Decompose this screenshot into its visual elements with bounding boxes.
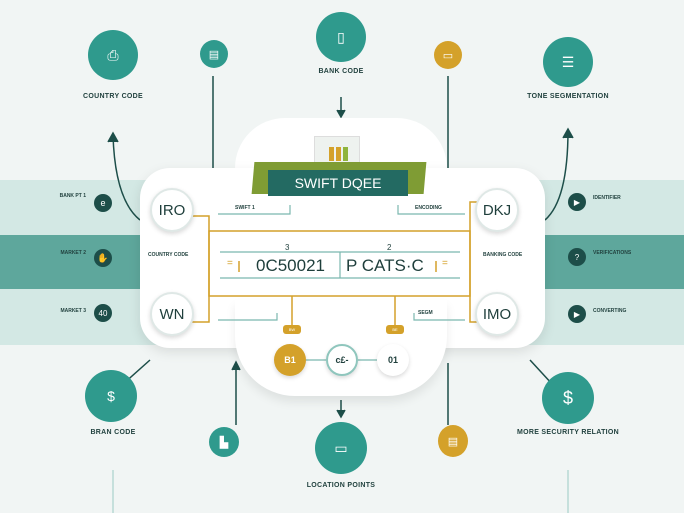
equals-right-icon: = — [442, 258, 448, 269]
printer-icon: ⎙ — [88, 30, 138, 80]
play-icon[interactable]: ▶ — [568, 305, 586, 323]
folder-icon: ▭ — [315, 422, 367, 474]
banner-title: SWIFT DQEE — [268, 170, 408, 196]
left-item-1: BANK PT 1 — [59, 193, 86, 199]
bottom-circle-b1: B1 — [274, 344, 306, 376]
bottom-circle-c: c£- — [326, 344, 358, 376]
top-label-country: COUNTRY CODE — [83, 93, 143, 100]
code-circle-imo: IMO — [475, 292, 519, 336]
window-icon: ▤ — [200, 40, 228, 68]
left-item-2: MARKET 2 — [60, 250, 86, 256]
bottom-circle-01: 01 — [377, 344, 409, 376]
hand-icon: ✋ — [94, 249, 112, 267]
list-icon: ☰ — [543, 37, 593, 87]
right-code-label: BANKING CODE — [483, 252, 523, 258]
left-code-label: COUNTRY CODE — [148, 252, 189, 258]
tag-right: BE — [386, 325, 404, 334]
top-label-tone: TONE SEGMENTATION — [527, 93, 609, 100]
bottom-label-location: LOCATION POINTS — [306, 482, 376, 489]
step-bottom-right: SEGM — [418, 310, 433, 316]
bottom-label-security: MORE SECURITY RELATION — [516, 429, 619, 436]
step-right: ENCODING — [415, 205, 442, 211]
right-item-2: VERIFICATIONS — [593, 250, 632, 256]
tools-icon: $ — [542, 372, 594, 424]
num-left: 3 — [285, 243, 290, 252]
money-bag-icon: $ — [85, 370, 137, 422]
number-icon: 40 — [94, 304, 112, 322]
question-icon: ? — [568, 248, 586, 266]
code-right: P CATS·C — [346, 256, 424, 275]
code-circle-dkj: DKJ — [475, 188, 519, 232]
document-icon: ▯ — [316, 12, 366, 62]
building-icon: ▙ — [209, 427, 239, 457]
num-right: 2 — [387, 243, 392, 252]
right-item-3: CONVERTING — [593, 308, 627, 314]
bottom-label-bran: BRAN CODE — [90, 429, 136, 436]
play-icon[interactable]: ▶ — [568, 193, 586, 211]
ticket-icon: ▤ — [438, 425, 468, 457]
card-icon: ▭ — [434, 41, 462, 69]
right-item-1: IDENTIFIER — [593, 195, 621, 201]
code-left: 0C50021 — [256, 256, 326, 275]
equals-left-icon: = — [227, 258, 233, 269]
top-label-bank: BANK CODE — [318, 68, 364, 75]
coin-icon: e — [94, 194, 112, 212]
tag-left: BW — [283, 325, 301, 334]
code-circle-iro: IRO — [150, 188, 194, 232]
left-item-3: MARKET 3 — [60, 308, 86, 314]
code-circle-wn: WN — [150, 292, 194, 336]
step-left: SWIFT 1 — [235, 205, 255, 211]
